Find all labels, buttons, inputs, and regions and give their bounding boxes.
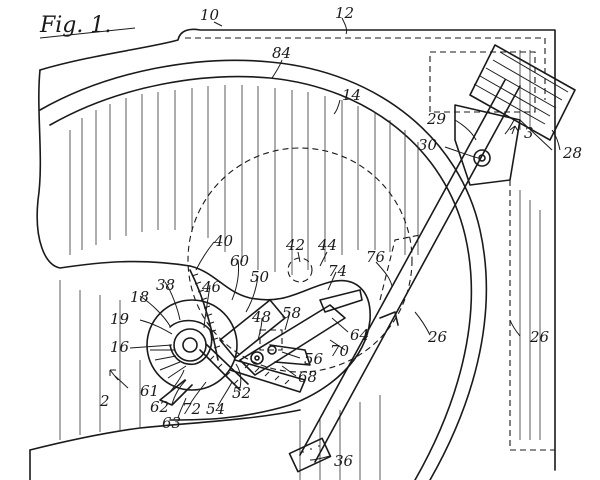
- drive-wheel-dashed: [187, 147, 413, 373]
- label-52: 52: [232, 384, 251, 402]
- platter-hatching: [59, 50, 541, 480]
- label-30: 30: [418, 136, 438, 154]
- label-18: 18: [130, 288, 149, 306]
- label-38: 38: [156, 276, 175, 294]
- label-48: 48: [251, 308, 271, 326]
- label-19: 19: [110, 310, 130, 328]
- label-76: 76: [366, 248, 386, 266]
- label-3: 3: [524, 124, 534, 142]
- slide-lever: [219, 234, 421, 393]
- arm-pivot-housing: [429, 44, 576, 186]
- label-44: 44: [317, 236, 337, 254]
- label-64: 64: [350, 326, 369, 344]
- label-36: 36: [334, 452, 354, 470]
- label-54: 54: [206, 400, 225, 418]
- label-50: 50: [250, 268, 270, 286]
- label-62: 62: [150, 398, 169, 416]
- title-underline: [39, 27, 136, 39]
- cabinet-outline: [29, 28, 556, 480]
- label-72: 72: [182, 400, 201, 418]
- label-16: 16: [110, 338, 130, 356]
- label-14: 14: [342, 86, 361, 104]
- label-84: 84: [272, 44, 291, 62]
- leader-lines: [114, 17, 561, 461]
- label-46: 46: [201, 278, 222, 296]
- label-2: 2: [99, 392, 110, 410]
- label-42: 42: [285, 236, 305, 254]
- label-26b: 26: [529, 328, 550, 346]
- turntable-platter: [39, 59, 488, 480]
- label-61: 61: [140, 382, 159, 400]
- label-29: 29: [426, 110, 447, 128]
- label-70: 70: [330, 342, 350, 360]
- label-10: 10: [200, 6, 220, 24]
- label-68: 68: [298, 368, 317, 386]
- label-74: 74: [328, 262, 347, 280]
- label-56: 56: [304, 350, 324, 368]
- label-26a: 26: [427, 328, 448, 346]
- label-12: 12: [335, 4, 354, 22]
- gear-mechanism: [146, 299, 249, 406]
- reference-numerals: 10 12 84 14 29 30 3 28 40 42 44 76 60 50…: [99, 4, 582, 470]
- label-58: 58: [282, 304, 301, 322]
- tone-arm: [288, 79, 521, 473]
- label-60: 60: [230, 252, 250, 270]
- label-40: 40: [213, 232, 234, 250]
- direction-arrows: [109, 125, 519, 381]
- label-63: 63: [162, 414, 181, 432]
- label-28: 28: [562, 144, 582, 162]
